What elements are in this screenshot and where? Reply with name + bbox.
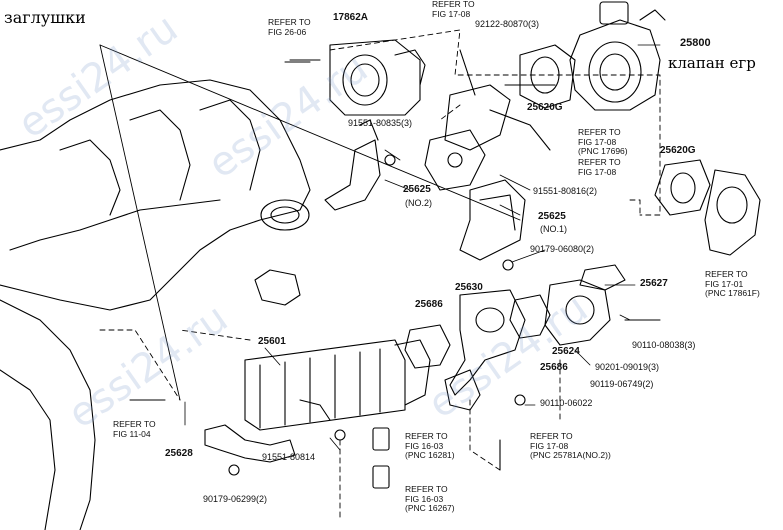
bolts bbox=[129, 61, 661, 489]
part-25620G-right: 25620G bbox=[660, 145, 696, 156]
part-90201-09019: 90201-09019(3) bbox=[595, 362, 660, 372]
gasket-25624 bbox=[509, 279, 611, 346]
part-90179-06080: 90179-06080(2) bbox=[530, 244, 595, 254]
part-17862A: 17862A bbox=[333, 12, 369, 23]
egr-valve-annotation: клапан егр bbox=[668, 54, 756, 72]
part-91551-80835: 91551-80835(3) bbox=[348, 118, 413, 128]
part-25601: 25601 bbox=[258, 336, 286, 347]
plugs-annotation: заглушки bbox=[4, 8, 86, 27]
part-25624: 25624 bbox=[552, 346, 580, 357]
part-25686-b: 25686 bbox=[540, 362, 568, 373]
part-25800: 25800 bbox=[680, 37, 711, 49]
label-leaders bbox=[184, 44, 661, 451]
part-90110-06022: 90110-06022 bbox=[540, 398, 593, 408]
right-flange bbox=[654, 159, 761, 256]
part-25625-no1-suffix: (NO.1) bbox=[540, 224, 567, 234]
plug-pointers bbox=[99, 44, 521, 401]
part-90110-08038: 90110-08038(3) bbox=[632, 340, 696, 350]
bypass-valve bbox=[404, 289, 526, 411]
egr-bracket bbox=[424, 49, 551, 191]
part-25620G-top: 25620G bbox=[527, 102, 563, 113]
part-90179-06299: 90179-06299(2) bbox=[203, 494, 268, 504]
cooler-pipe bbox=[204, 399, 331, 463]
pipe-no2 bbox=[324, 119, 381, 211]
part-92122-80870: 92122-80870(3) bbox=[475, 19, 540, 29]
part-91551-80816: 91551-80816(2) bbox=[533, 186, 598, 196]
part-25628: 25628 bbox=[165, 448, 193, 459]
engine-block bbox=[0, 79, 311, 530]
egr-gasket-top bbox=[519, 44, 576, 109]
part-91551-80814: 91551-80814 bbox=[262, 452, 316, 462]
gasket-25627 bbox=[579, 264, 626, 291]
part-25625-no1: 25625 bbox=[538, 211, 566, 222]
throttle-body bbox=[289, 39, 426, 116]
part-90119-06749: 90119-06749(2) bbox=[590, 379, 654, 389]
part-25630: 25630 bbox=[455, 282, 483, 293]
egr-cooler bbox=[244, 339, 431, 431]
part-25625-no2: 25625 bbox=[403, 184, 431, 195]
part-25686-a: 25686 bbox=[415, 299, 443, 310]
part-25627: 25627 bbox=[640, 278, 668, 289]
egr-valve bbox=[569, 1, 666, 111]
heat-shield bbox=[459, 179, 526, 261]
leader-dashes bbox=[99, 29, 661, 521]
part-25625-no2-suffix: (NO.2) bbox=[405, 198, 432, 208]
